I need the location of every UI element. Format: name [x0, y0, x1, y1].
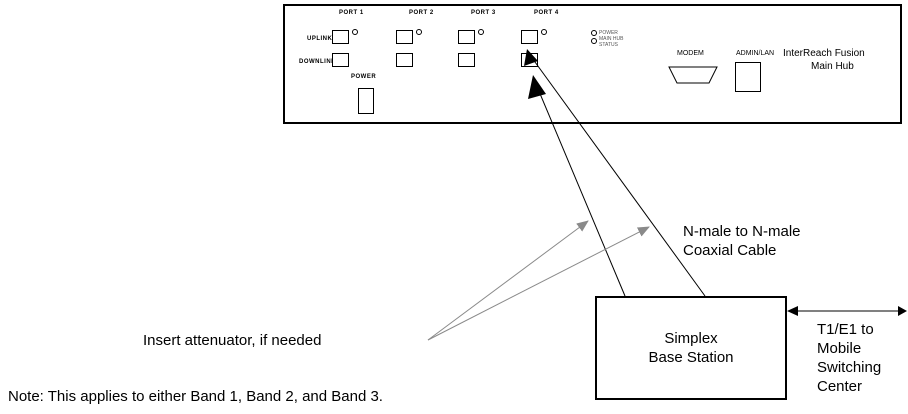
- main-hub-led-label: MAIN HUB: [599, 36, 624, 42]
- modem-db9-connector: [668, 66, 718, 84]
- base-station-line2: Base Station: [648, 349, 734, 366]
- t1-e1-line1: T1/E1 to: [817, 321, 874, 338]
- admin-lan-port: [735, 62, 761, 92]
- cable-to-downlink-line: [532, 76, 626, 297]
- port-3-uplink-connector: [458, 30, 475, 44]
- attenuator-label: Insert attenuator, if needed: [143, 332, 322, 349]
- base-station-line1: Simplex: [664, 330, 718, 347]
- admin-lan-label: ADMIN/LAN: [736, 50, 775, 57]
- downlink-arrowhead: [528, 75, 546, 99]
- t1-left-arrowhead: [787, 306, 798, 316]
- port-3-downlink-connector: [458, 53, 475, 67]
- t1-e1-label: T1/E1 to Mobile Switching Center: [817, 320, 881, 396]
- product-name-line2: Main Hub: [811, 61, 854, 72]
- t1-e1-line2: Mobile: [817, 340, 862, 357]
- note-text: Note: This applies to either Band 1, Ban…: [8, 388, 383, 405]
- power-led-label: POWER: [599, 30, 618, 36]
- port-4-led: [541, 29, 547, 35]
- port-1-led: [352, 29, 358, 35]
- port-1-uplink-connector: [332, 30, 349, 44]
- main-hub-status-led: [591, 38, 597, 44]
- port-1-label: PORT 1: [339, 10, 364, 16]
- uplink-label: UPLINK: [307, 36, 333, 42]
- port-2-label: PORT 2: [409, 10, 434, 16]
- downlink-label: DOWNLINK: [299, 59, 336, 65]
- t1-e1-line3: Switching: [817, 359, 882, 376]
- port-1-downlink-connector: [332, 53, 349, 67]
- port-4-label: PORT 4: [534, 10, 559, 16]
- port-4-uplink-connector: [521, 30, 538, 44]
- power-switch: [358, 88, 374, 114]
- cable-label-line1: N-male to N-male: [683, 223, 801, 240]
- attenuator-arrow-1: [427, 220, 589, 341]
- port-2-downlink-connector: [396, 53, 413, 67]
- uplink-arrowhead: [524, 49, 538, 66]
- port-2-led: [416, 29, 422, 35]
- status-led-label: STATUS: [599, 42, 618, 48]
- attenuator-arrow-2: [427, 226, 650, 341]
- t1-e1-line4: Center: [817, 378, 863, 395]
- modem-label: MODEM: [677, 50, 704, 57]
- port-3-led: [478, 29, 484, 35]
- cable-label-line2: Coaxial Cable: [683, 242, 777, 259]
- power-label: POWER: [351, 74, 377, 80]
- power-status-led: [591, 30, 597, 36]
- cable-to-uplink-line: [526, 50, 706, 297]
- simplex-base-station: Simplex Base Station: [595, 296, 787, 400]
- t1-right-arrowhead: [898, 306, 907, 316]
- product-name-line1: InterReach Fusion: [783, 48, 865, 59]
- cable-label: N-male to N-male Coaxial Cable: [683, 222, 801, 260]
- port-2-uplink-connector: [396, 30, 413, 44]
- port-3-label: PORT 3: [471, 10, 496, 16]
